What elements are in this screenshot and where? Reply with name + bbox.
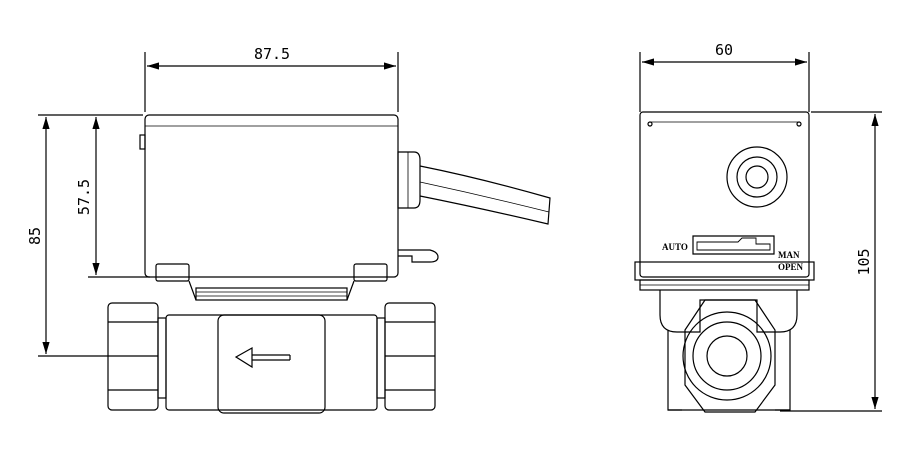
slider-label-man: MAN xyxy=(778,250,800,260)
flow-direction-arrow xyxy=(234,346,291,369)
dim-width-side xyxy=(639,52,810,112)
dim-width-front-label: 87.5 xyxy=(254,45,290,63)
actuator-housing xyxy=(144,114,399,278)
dim-height-side xyxy=(780,111,882,412)
dim-width-side-label: 60 xyxy=(715,41,733,59)
manual-lever xyxy=(398,249,439,263)
corner-screw xyxy=(796,121,802,127)
dim-height-actuator-front-label: 57.5 xyxy=(75,179,93,215)
actuator-housing-side xyxy=(639,111,810,278)
cable-gland xyxy=(397,151,421,209)
slider-label-open: OPEN xyxy=(778,262,804,272)
valve-centre-boss xyxy=(217,314,326,414)
side-view xyxy=(634,52,882,413)
dim-height-actuator-front xyxy=(88,117,150,278)
cable xyxy=(419,165,551,225)
front-view xyxy=(38,52,551,414)
housing-side-nub xyxy=(139,134,146,150)
actuator-foot-right xyxy=(353,263,388,282)
hex-nut-right xyxy=(376,302,436,411)
manual-slider xyxy=(692,235,775,255)
corner-screw xyxy=(647,121,653,127)
slider-label-auto: AUTO xyxy=(662,242,688,252)
dim-height-total-front-label: 85 xyxy=(26,227,44,245)
valve-body xyxy=(165,314,378,411)
hex-nut-end xyxy=(667,299,791,413)
dim-height-side-label: 105 xyxy=(855,248,873,275)
actuator-foot-left xyxy=(155,263,190,282)
hex-nut-left xyxy=(107,302,167,411)
dim-width-front xyxy=(144,52,399,112)
dim-height-total-front xyxy=(38,114,143,357)
coupling-neck xyxy=(195,287,348,301)
valve-body-side xyxy=(659,290,798,333)
cable-gland-side xyxy=(726,146,788,208)
